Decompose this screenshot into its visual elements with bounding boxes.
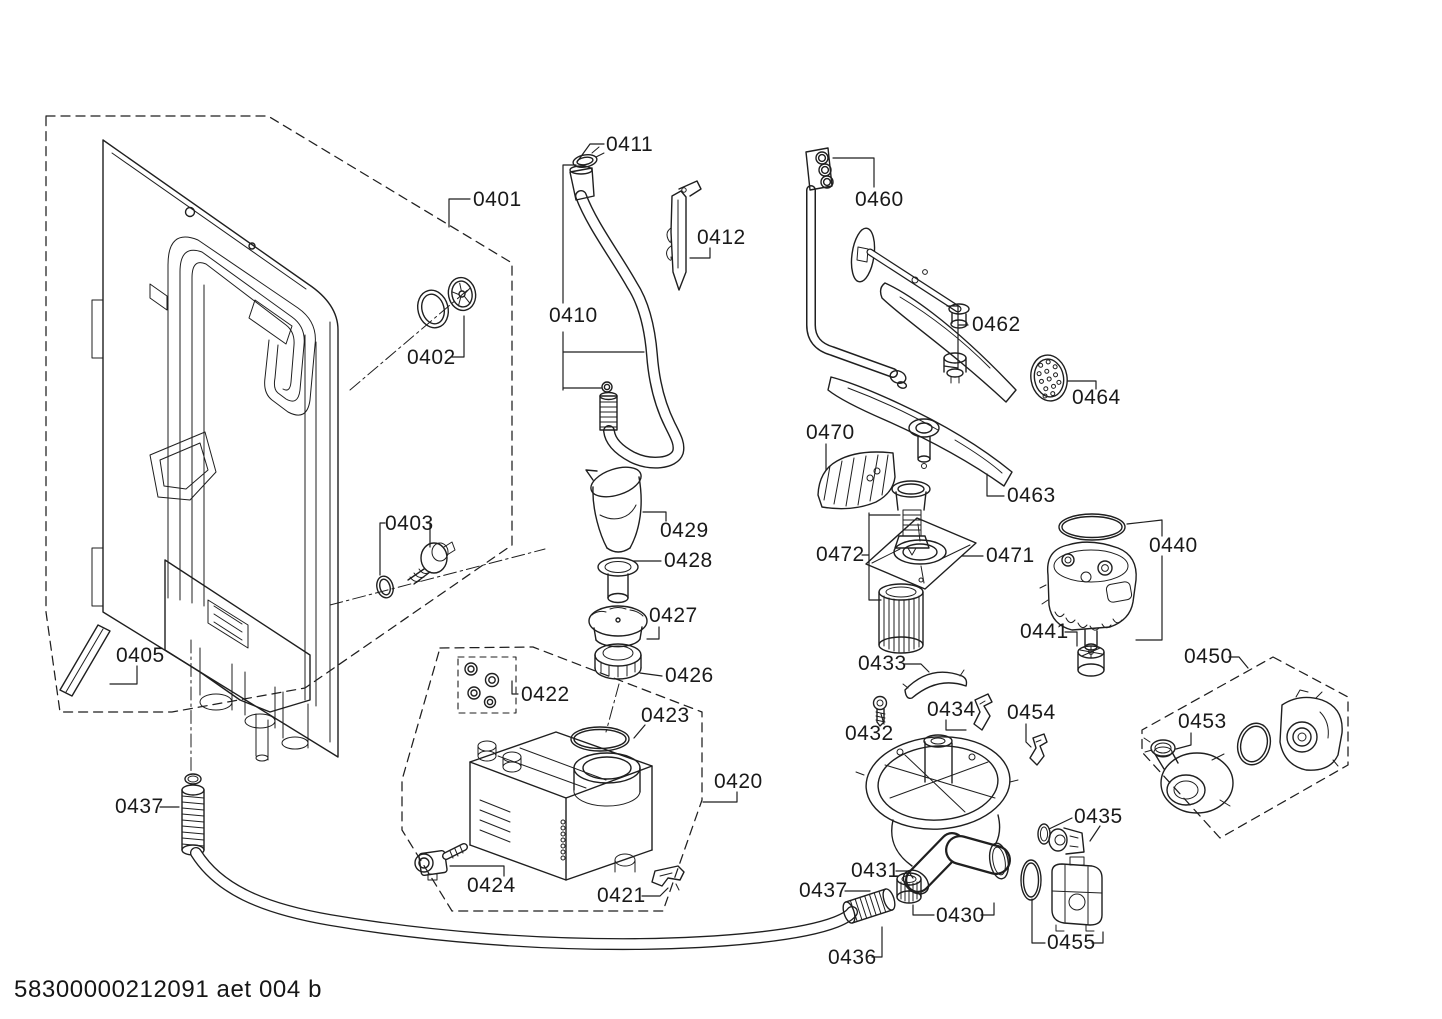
clamp-0453	[1143, 737, 1176, 757]
part-label-0431: 0431	[851, 859, 900, 882]
filter-plate-0471	[865, 517, 977, 590]
valve-0403	[376, 541, 456, 599]
seals-0422	[464, 662, 500, 709]
drawing-number: 58300000212091 aet 004 b	[14, 976, 323, 1003]
impeller-0441	[1077, 645, 1105, 677]
funnel-0429	[585, 466, 642, 553]
cap-0427	[588, 605, 648, 648]
part-label-0470: 0470	[806, 421, 855, 444]
part-label-0453: 0453	[1178, 710, 1227, 733]
o-ring-0423	[570, 726, 630, 752]
check-valve-cap	[891, 480, 931, 556]
filter-0470	[817, 451, 896, 510]
part-label-0421: 0421	[597, 884, 646, 907]
drain-pump-0455	[1020, 856, 1103, 932]
leader-lines	[109, 143, 1249, 958]
bearing-0462	[943, 352, 967, 384]
part-label-0429: 0429	[660, 519, 709, 542]
part-label-0411: 0411	[606, 133, 653, 156]
corrugated-end-0410	[599, 391, 618, 431]
pump-o-ring	[1236, 722, 1272, 766]
part-label-0460: 0460	[855, 188, 904, 211]
feed-tube-0460	[805, 147, 908, 389]
micro-filter-0472	[878, 583, 924, 654]
part-label-0402: 0402	[407, 346, 456, 369]
part-labels-layer: 0411 0401 0460 0412 0410 0462 0402 0464 0470 0463…	[115, 133, 1233, 969]
part-label-0401: 0401	[473, 188, 522, 211]
part-label-0424: 0424	[467, 874, 516, 897]
group-box-0422	[457, 656, 517, 714]
part-label-0410: 0410	[549, 304, 598, 327]
part-label-0435: 0435	[1074, 805, 1123, 828]
part-label-0463: 0463	[1007, 484, 1056, 507]
seal-0402	[416, 276, 477, 329]
part-label-0420: 0420	[714, 770, 763, 793]
part-label-0434: 0434	[927, 698, 976, 721]
upper-spray-arm	[879, 282, 1017, 403]
pump-group-0450	[1143, 689, 1343, 814]
strip-0405	[59, 624, 111, 697]
fitting-0437-left	[181, 773, 205, 856]
part-label-0427: 0427	[649, 604, 698, 627]
coupling-0431	[896, 872, 922, 904]
part-label-0437: 0437	[799, 879, 848, 902]
part-label-0454: 0454	[1007, 701, 1056, 724]
aquastop-valve-body	[407, 541, 456, 585]
part-label-0462: 0462	[972, 313, 1021, 336]
part-label-0430: 0430	[936, 904, 985, 927]
pump-motor	[1279, 689, 1343, 771]
bracket-0412	[666, 180, 702, 291]
axis-lines	[190, 287, 620, 773]
ring-nut-0426	[594, 643, 642, 680]
clip-0454	[1029, 733, 1048, 766]
part-label-0436: 0436	[828, 946, 877, 969]
part-label-0472: 0472	[816, 543, 865, 566]
part-label-0432: 0432	[845, 722, 894, 745]
sump-0430	[855, 734, 1019, 895]
part-label-0423: 0423	[641, 704, 690, 727]
spray-disc-0464	[1030, 354, 1068, 402]
part-label-0403: 0403	[385, 512, 434, 535]
clip-0433	[902, 669, 968, 700]
clip-0421	[651, 865, 685, 891]
part-label-0455: 0455	[1047, 931, 1096, 954]
regeneration-valve-0424	[414, 843, 468, 881]
part-label-0471: 0471	[986, 544, 1035, 567]
part-label-0412: 0412	[697, 226, 746, 249]
sleeve-0428	[597, 557, 639, 604]
drain-hose-0436	[190, 847, 858, 951]
side-panel-0401	[91, 139, 339, 762]
part-label-0422: 0422	[521, 683, 570, 706]
pump-volute	[1153, 746, 1234, 814]
group-box-0401	[45, 115, 513, 713]
impeller-disc-0402	[447, 276, 477, 312]
part-label-0450: 0450	[1184, 645, 1233, 668]
part-label-0464: 0464	[1072, 386, 1121, 409]
part-label-0441: 0441	[1020, 620, 1069, 643]
part-label-0405: 0405	[116, 644, 165, 667]
group-box-0420	[401, 646, 703, 912]
heat-pump-0440	[1039, 513, 1137, 651]
softener-tank-0420	[469, 731, 653, 881]
part-label-0433: 0433	[858, 652, 907, 675]
bracket-0434	[973, 693, 993, 731]
fitting-0437-center	[842, 888, 896, 924]
part-label-0437: 0437	[115, 795, 164, 818]
group-box-0450	[1141, 656, 1349, 839]
screw-0432	[872, 695, 888, 727]
hose-0410	[569, 165, 685, 469]
part-label-0428: 0428	[664, 549, 713, 572]
spray-arm-mount-0460	[850, 227, 962, 313]
vent-valve-0435	[1037, 823, 1085, 855]
part-label-0426: 0426	[665, 664, 714, 687]
lower-spray-arm-0463	[827, 376, 1013, 487]
part-label-0440: 0440	[1149, 534, 1198, 557]
